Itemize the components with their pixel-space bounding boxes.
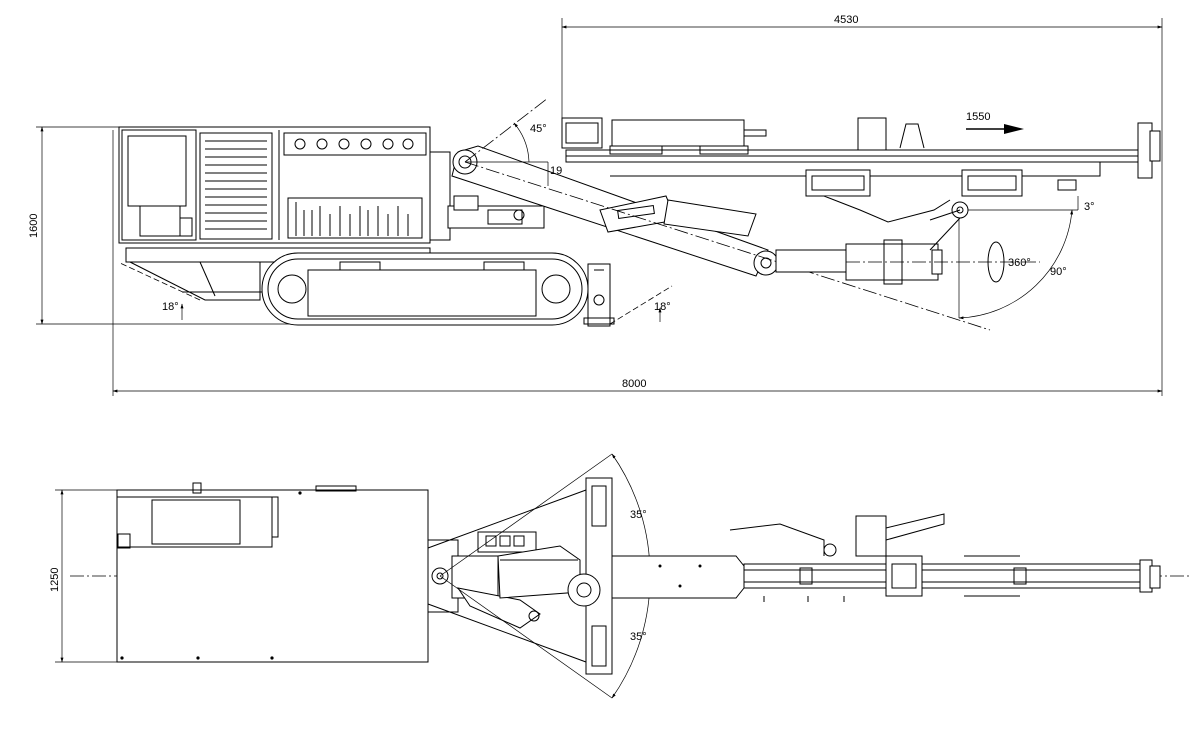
side-view: 4530 8000 1600 [28, 14, 1163, 396]
swing-right-label: 35° [630, 631, 647, 643]
approach-angle: 18° [119, 262, 201, 320]
boom-lift-angle: 45° 19 [513, 122, 562, 186]
radiator-grille [199, 130, 280, 240]
boom-turntable [427, 531, 581, 629]
feed-travel-label: 1550 [966, 111, 990, 123]
boom-lift-label: 45° [530, 123, 547, 135]
feed-tilt-angle: 3° [960, 196, 1095, 213]
crawler-track [261, 252, 589, 326]
total-length-label: 8000 [622, 378, 646, 390]
main-boom [451, 97, 991, 331]
height-label: 1600 [28, 214, 40, 238]
feed-beam [565, 122, 1161, 251]
rock-drill [561, 117, 925, 155]
departure-angle: 18° [609, 285, 673, 325]
feed-beam-top [611, 513, 1161, 602]
height-dimension: 1600 [28, 126, 300, 325]
feed-swing-angle: 90° [958, 209, 1074, 320]
front-approach-label: 18° [162, 301, 179, 313]
boom-swing-arms [427, 477, 613, 675]
swing-left-label: 35° [630, 509, 647, 521]
top-view: 1250 [49, 453, 1192, 699]
width-label: 1250 [49, 568, 61, 592]
rotation-label: 360° [1008, 257, 1031, 269]
feed-travel-indicator: 1550 [966, 111, 1024, 134]
hydraulic-panel [283, 132, 427, 239]
front-jack [583, 263, 615, 327]
boom-down-label: 19 [550, 165, 562, 177]
boom-base [429, 151, 545, 241]
rotation-indicator: 360° [987, 241, 1031, 283]
total-length-dimension: 8000 [112, 130, 1163, 396]
rear-departure-label: 18° [654, 301, 671, 313]
boom-length-label: 4530 [834, 14, 858, 26]
feed-swing-label: 90° [1050, 266, 1067, 278]
feed-tilt-label: 3° [1084, 201, 1095, 213]
width-dimension: 1250 [49, 489, 120, 663]
carrier-body [116, 482, 429, 663]
rotator-head [775, 239, 1040, 285]
